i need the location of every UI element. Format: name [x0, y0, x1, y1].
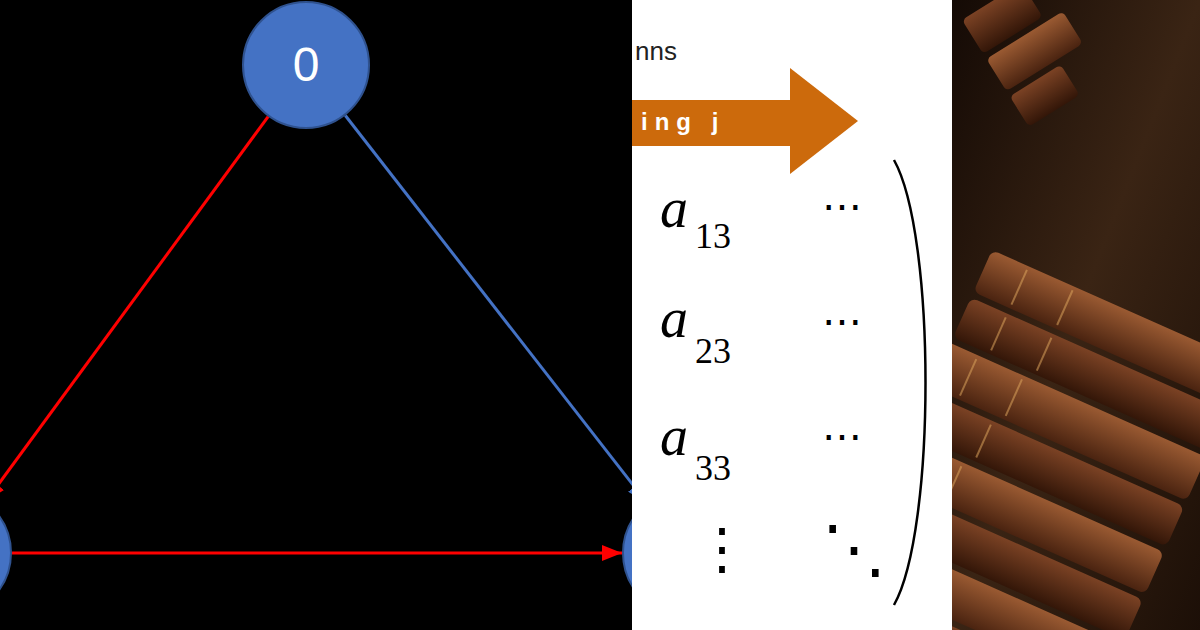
matrix-entry: a: [660, 290, 688, 346]
upper-shelf-books: [962, 0, 1105, 127]
node-circle-fill: [623, 490, 632, 616]
direction-arrowhead: [790, 68, 858, 174]
matrix-panel: [632, 0, 952, 630]
graph-node: [622, 489, 632, 617]
heading-fragment: nns: [635, 38, 677, 64]
matrix-subscript: 13: [695, 218, 731, 254]
direction-band: [632, 100, 792, 146]
node-label: 0: [293, 41, 320, 89]
matrix-entry: a: [660, 408, 688, 464]
node-circle-fill: [0, 490, 11, 616]
matrix-entry: a: [660, 180, 688, 236]
matrix-bracket: [894, 160, 926, 605]
graph-edge: [12, 552, 622, 555]
graph-node: 0: [242, 1, 370, 129]
matrix-ellipsis: ⋯: [822, 186, 862, 226]
node-circle: [622, 489, 632, 617]
book: [952, 554, 1101, 630]
matrix-illustration: [632, 0, 952, 630]
matrix-subscript: 33: [695, 450, 731, 486]
graph-node: [0, 489, 12, 617]
matrix-subscript: 23: [695, 333, 731, 369]
matrix-ellipsis: ⋱: [822, 517, 886, 581]
book: [952, 511, 1123, 630]
node-circle-fill: [243, 2, 369, 128]
books-illustration: [952, 0, 1200, 630]
graph-edge: [345, 115, 632, 502]
spine-bands: [952, 250, 1073, 607]
book: [1010, 65, 1080, 127]
graph-panel: 0: [0, 0, 632, 630]
graph-edge: [0, 117, 268, 502]
matrix-ellipsis: ⋯: [822, 301, 862, 341]
matrix-ellipsis: ⋯: [822, 416, 862, 456]
matrix-ellipsis: ⋮: [694, 521, 750, 577]
node-circle: [0, 489, 12, 617]
lower-shelf-books: [952, 226, 1200, 630]
books-photo: [952, 0, 1200, 630]
direction-label: ing j: [641, 110, 725, 134]
